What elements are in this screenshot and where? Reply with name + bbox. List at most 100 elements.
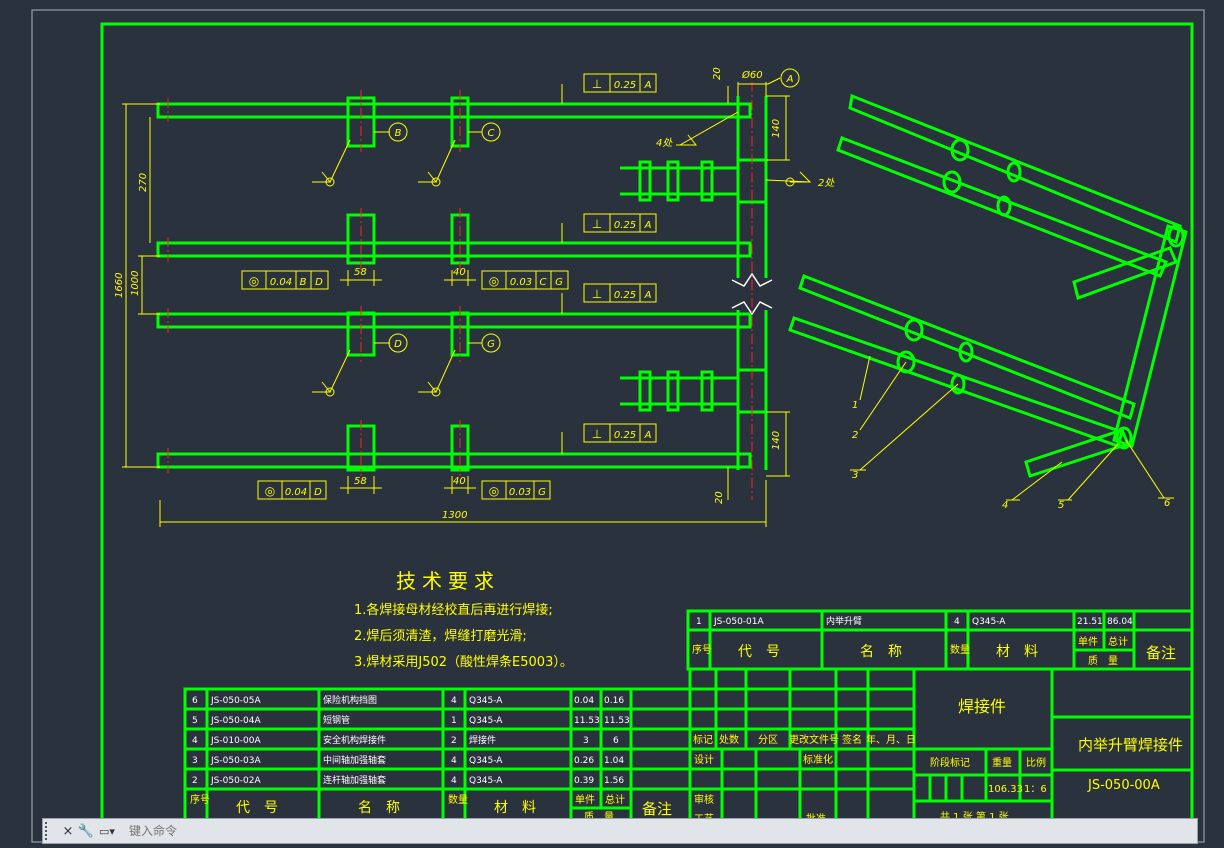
weld-symbols: [312, 134, 812, 397]
command-line[interactable]: × 🔧 ▭▾: [42, 818, 1198, 844]
bom-l-h-mat: 材 料: [494, 800, 536, 816]
tb-weight: 106.33: [988, 784, 1023, 795]
tb-rev-doc: 更改文件号: [789, 733, 839, 746]
tb-scale-label: 比例: [1026, 756, 1046, 769]
tube-2: [156, 241, 752, 258]
iso-arm-3: [798, 274, 1136, 421]
datum-labels: A B C D G: [394, 74, 793, 350]
fcf-8-tol: 0.03: [509, 487, 531, 498]
bom-l-1-unit: 11.53: [574, 716, 600, 726]
dim-20-bottom: 20: [714, 491, 725, 504]
bom-l-2-total: 6: [613, 736, 619, 746]
tb-drawing-no: JS-050-00A: [1087, 778, 1160, 793]
fcf-2: ⊥ 0.25 A: [583, 213, 657, 233]
bom-l-1-name: 短钢管: [323, 714, 350, 726]
bom-row-4: 4 JS-010-00A 安全机构焊接件 2 焊接件 3 6: [192, 734, 619, 746]
tech-title: 技术要求: [396, 569, 500, 593]
dim-1000: 1000: [130, 271, 141, 296]
fcf-7-datum: D: [314, 487, 322, 498]
fcf-3-symbol: ⊥: [592, 287, 602, 301]
tb-rev-zone: 分区: [758, 734, 778, 746]
bom-l-2-code: JS-010-00A: [210, 736, 261, 746]
fcf-6: ◎ 0.03 C G: [481, 270, 569, 290]
ladder-lower: [620, 370, 738, 412]
datum-c: C: [488, 128, 495, 139]
fcf-1: ⊥ 0.25 A: [583, 73, 657, 93]
bom-lower: [183, 687, 692, 841]
iso-arm-4: [788, 316, 1124, 448]
fcf-1-datum: A: [644, 80, 652, 91]
bom-u-h-code: 代 号: [738, 644, 780, 660]
main-view: [156, 96, 768, 472]
fcf-2-tol: 0.25: [614, 220, 636, 231]
bom-l-0-total: 0.16: [604, 696, 624, 706]
datum-b: B: [395, 128, 402, 139]
fcf-5-datum1: B: [300, 277, 307, 288]
tech-item-2: 2.焊后须清渣，焊缝打磨光滑;: [354, 628, 527, 644]
fcf-3-tol: 0.25: [614, 290, 636, 301]
bom-u-h-unit: 单件: [1078, 636, 1098, 648]
bom-u-h-no: 序号: [692, 643, 712, 656]
datum-g: G: [487, 339, 495, 350]
bom-l-h-no: 序号: [190, 793, 210, 806]
bom-l-1-code: JS-050-04A: [210, 716, 261, 726]
fcf-8: ◎ 0.03 G: [481, 480, 551, 500]
iso-arm-1: [848, 93, 1182, 245]
ladder-upper: [620, 160, 738, 202]
bom-l-0-qty: 4: [451, 696, 457, 706]
fcf-4: ⊥ 0.25 A: [583, 423, 657, 443]
dim-1660: 1660: [114, 273, 125, 298]
dim-20-top: 20: [712, 67, 723, 80]
command-prompt-icon[interactable]: ▭▾: [99, 824, 115, 838]
bom-l-2-mat: 焊接件: [469, 734, 496, 746]
bom-l-h-total: 总计: [605, 793, 625, 806]
fcf-7: ◎ 0.04 D: [257, 480, 327, 500]
tube-4: [156, 452, 752, 469]
bom-l-h-name: 名 称: [358, 800, 400, 816]
tb-scale: 1：6: [1024, 784, 1047, 795]
bom-l-1-mat: Q345-A: [469, 716, 503, 726]
tech-requirements: 技术要求 1.各焊接母材经校直后再进行焊接; 2.焊后须清渣，焊缝打磨光滑; 3…: [354, 569, 573, 670]
iso-leaders: [850, 355, 1174, 501]
dim-140-bottom: 140: [771, 431, 782, 450]
dim-1300: 1300: [442, 510, 467, 521]
bom-row-2: 2 JS-050-02A 连杆轴加强轴套 4 Q345-A 0.39 1.56: [192, 774, 624, 786]
bom-u-h-qty: 数量: [950, 643, 970, 656]
fcf-6-datum2: G: [555, 277, 563, 288]
tube-1: [156, 102, 752, 119]
bom-row-6: 6 JS-050-05A 保险机构挡图 4 Q345-A 0.04 0.16: [192, 694, 624, 706]
bom-l-2-unit: 3: [583, 736, 589, 746]
wrench-icon[interactable]: 🔧: [77, 823, 95, 839]
tech-item-1: 1.各焊接母材经校直后再进行焊接;: [354, 602, 553, 618]
fcf-5-tol: 0.04: [270, 277, 292, 288]
bom-l-2-name: 安全机构焊接件: [323, 734, 386, 746]
fcf-1-symbol: ⊥: [592, 77, 602, 91]
fcf-4-symbol: ⊥: [592, 427, 602, 441]
bom-l-0-no: 6: [192, 696, 198, 706]
bom-l-3-total: 1.04: [604, 756, 624, 766]
bom-l-h-unit: 单件: [575, 794, 595, 806]
bom-l-1-qty: 1: [451, 716, 457, 726]
bom-upper-header: 序号 代 号 名 称 数量 材 料 单件 总计 质 量 备注: [692, 635, 1176, 667]
bom-u-mat: Q345-A: [972, 617, 1006, 627]
tube-3: [156, 312, 752, 329]
command-input[interactable]: [127, 820, 1197, 842]
datum-a: A: [786, 74, 794, 85]
drag-handle[interactable]: [45, 822, 59, 840]
bom-u-h-note: 备注: [1146, 644, 1176, 662]
bom-l-4-mat: Q345-A: [469, 776, 503, 786]
bom-u-total: 86.04: [1107, 617, 1133, 627]
bom-l-3-mat: Q345-A: [469, 756, 503, 766]
fcf-group: ⊥ 0.25 A ⊥ 0.25 A ⊥ 0.25 A ⊥ 0.25 A ◎ 0.…: [241, 73, 657, 500]
tb-material: 焊接件: [958, 697, 1006, 716]
bom-l-3-code: JS-050-03A: [210, 756, 261, 766]
bom-row-5: 5 JS-050-04A 短钢管 1 Q345-A 11.53 11.53: [192, 714, 630, 726]
datum-d: D: [394, 339, 402, 350]
fcf-5-datum2: D: [315, 277, 323, 288]
bom-l-3-qty: 4: [451, 756, 457, 766]
bom-l-2-qty: 2: [451, 736, 457, 746]
close-icon[interactable]: ×: [62, 823, 74, 839]
bom-l-3-no: 3: [192, 756, 198, 766]
dim-140-top: 140: [771, 119, 782, 138]
